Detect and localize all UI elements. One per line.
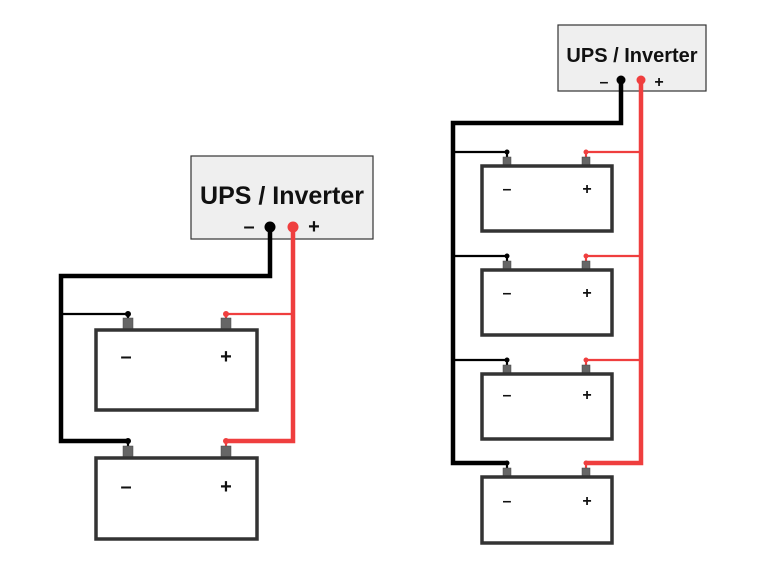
right-ups-box: [557, 24, 707, 92]
right-negative-main-wire: [450, 80, 624, 466]
right-wire-joint: [504, 149, 510, 155]
battery-pos-label: +: [582, 285, 591, 302]
battery-positive-terminal: [220, 445, 232, 458]
battery-body: [480, 268, 614, 337]
right-wire-joint: [583, 357, 589, 363]
battery-neg-label: –: [503, 493, 512, 510]
battery-neg-label: –: [120, 476, 131, 498]
battery-body: [480, 475, 614, 545]
right-ups-pos-label: +: [654, 74, 663, 91]
right-negative-branch-1: [453, 150, 509, 158]
right-wire-joint: [583, 149, 589, 155]
right-positive-branch-2: [584, 254, 641, 262]
left-positive-main-wire: [226, 227, 296, 444]
left-positive-branch-1: [224, 312, 293, 321]
right-ups-title: UPS / Inverter: [566, 45, 697, 67]
right-positive-branch-1: [584, 150, 641, 158]
battery-negative-terminal: [122, 445, 134, 458]
left-wire-joint: [223, 311, 229, 317]
battery-neg-label: –: [120, 346, 131, 368]
right-negative-branch-2: [453, 254, 509, 262]
right-battery-3: – +: [480, 364, 614, 441]
right-positive-branch-3: [584, 358, 641, 366]
left-ups-title: UPS / Inverter: [200, 182, 364, 210]
right-battery-2: – +: [480, 260, 614, 337]
battery-neg-label: –: [503, 181, 512, 198]
left-negative-branch-1: [61, 312, 130, 321]
right-wire-joint: [504, 460, 510, 466]
right-wire-joint: [583, 460, 589, 466]
battery-neg-label: –: [503, 387, 512, 404]
right-wire-joint: [504, 357, 510, 363]
battery-pos-label: +: [582, 493, 591, 510]
right-ups-unit: UPS / Inverter – +: [557, 24, 707, 92]
battery-body: [94, 328, 259, 412]
left-ups-negative-terminal: [264, 221, 276, 233]
right-battery-1: – +: [480, 156, 614, 233]
right-positive-main-wire: [586, 80, 644, 466]
right-battery-4: – +: [480, 467, 614, 545]
left-ups-positive-terminal: [287, 221, 299, 233]
battery-body: [94, 456, 259, 541]
left-ups-neg-label: –: [243, 216, 254, 238]
left-wire-joint: [125, 438, 131, 444]
right-wire-joint: [583, 253, 589, 259]
left-battery-2: – +: [94, 445, 259, 541]
battery-pos-label: +: [220, 476, 232, 498]
battery-body: [480, 372, 614, 441]
right-negative-branch-3: [453, 358, 509, 366]
battery-negative-terminal: [122, 317, 134, 330]
left-diagram: UPS / Inverter – + – +: [58, 155, 374, 541]
left-ups-unit: UPS / Inverter – +: [190, 155, 374, 240]
right-diagram: UPS / Inverter – + – +: [450, 24, 707, 545]
right-ups-positive-terminal: [636, 75, 646, 85]
left-battery-1: – +: [94, 317, 259, 412]
right-ups-neg-label: –: [600, 74, 609, 91]
battery-pos-label: +: [220, 346, 232, 368]
left-ups-box: [190, 155, 374, 240]
battery-positive-terminal: [220, 317, 232, 330]
left-ups-pos-label: +: [308, 216, 320, 238]
left-negative-main-wire: [58, 227, 273, 444]
battery-pos-label: +: [582, 181, 591, 198]
left-wire-joint: [125, 311, 131, 317]
battery-neg-label: –: [503, 285, 512, 302]
right-wire-joint: [504, 253, 510, 259]
right-ups-negative-terminal: [616, 75, 626, 85]
left-wire-joint: [223, 438, 229, 444]
battery-pos-label: +: [582, 387, 591, 404]
battery-body: [480, 164, 614, 233]
